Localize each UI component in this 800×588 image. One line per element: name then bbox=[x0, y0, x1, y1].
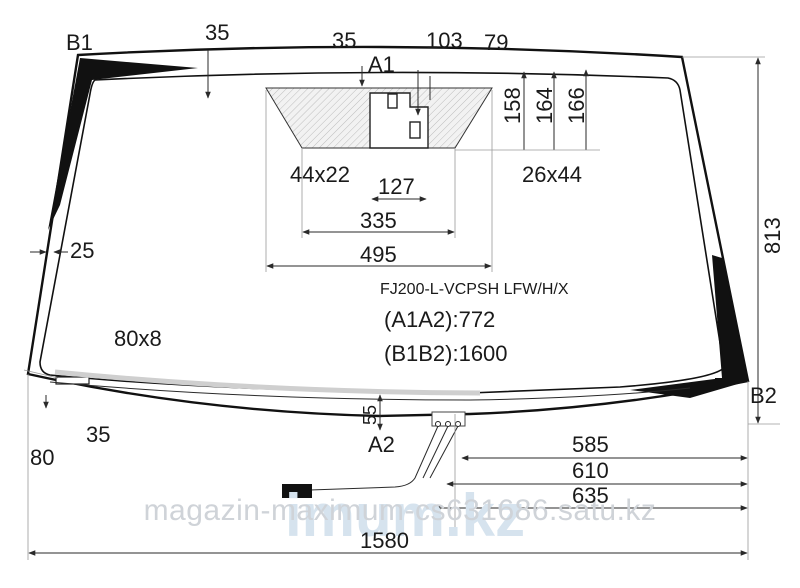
dim-80: 80 bbox=[30, 445, 54, 470]
point-a1: A1 bbox=[368, 52, 395, 77]
dim-80x8: 80x8 bbox=[114, 326, 162, 351]
dim-35-top-mid: 35 bbox=[332, 28, 356, 53]
dim-103: 103 bbox=[426, 28, 463, 53]
dim-26x44: 26x44 bbox=[522, 162, 582, 187]
dim-166: 166 bbox=[564, 87, 589, 124]
dim-1580: 1580 bbox=[360, 528, 409, 553]
frit-dot bbox=[715, 378, 723, 386]
dim-495: 495 bbox=[360, 242, 397, 267]
wire-1 bbox=[309, 425, 439, 491]
dimension-lines bbox=[23, 50, 780, 560]
heated-zone-band bbox=[54, 369, 481, 396]
terminal-1 bbox=[435, 421, 441, 427]
viewing-area bbox=[39, 71, 725, 394]
wire-3 bbox=[429, 425, 459, 479]
dim-635: 635 bbox=[572, 483, 609, 508]
dim-158: 158 bbox=[500, 87, 525, 124]
watermark-text: magazin-maximum-cs631686.satu.kz bbox=[144, 494, 657, 527]
camera-pad bbox=[409, 121, 421, 139]
point-b1: B1 bbox=[66, 30, 93, 55]
point-b2: B2 bbox=[750, 383, 777, 408]
dim-610: 610 bbox=[572, 458, 609, 483]
dim-35-bottom: 35 bbox=[86, 422, 110, 447]
part-code: FJ200-L-VCPSH LFW/H/X bbox=[380, 281, 569, 298]
dim-79: 79 bbox=[484, 30, 508, 55]
dim-35-top-left: 35 bbox=[205, 20, 229, 45]
terminal-3 bbox=[455, 421, 461, 427]
dim-164: 164 bbox=[532, 87, 557, 124]
dim-55: 55 bbox=[360, 405, 380, 425]
heated-zone-line bbox=[49, 381, 691, 401]
dim-44x22: 44x22 bbox=[290, 162, 350, 187]
terminal-2 bbox=[445, 421, 451, 427]
plug bbox=[282, 484, 312, 498]
formula-a1a2: (A1A2):772 bbox=[384, 307, 495, 332]
frit-top-left bbox=[48, 58, 198, 230]
dim-335: 335 bbox=[360, 208, 397, 233]
formula-b1b2: (B1B2):1600 bbox=[384, 341, 508, 366]
dim-25: 25 bbox=[70, 238, 94, 263]
dim-813: 813 bbox=[760, 217, 785, 254]
dim-127: 127 bbox=[378, 174, 415, 199]
rain-sensor-pad bbox=[387, 93, 398, 109]
dim-585: 585 bbox=[572, 432, 609, 457]
watermark-logo: imum.kz bbox=[285, 482, 525, 549]
point-a2: A2 bbox=[368, 432, 395, 457]
frit-bottom-right bbox=[630, 255, 748, 398]
wire-2 bbox=[422, 425, 449, 479]
